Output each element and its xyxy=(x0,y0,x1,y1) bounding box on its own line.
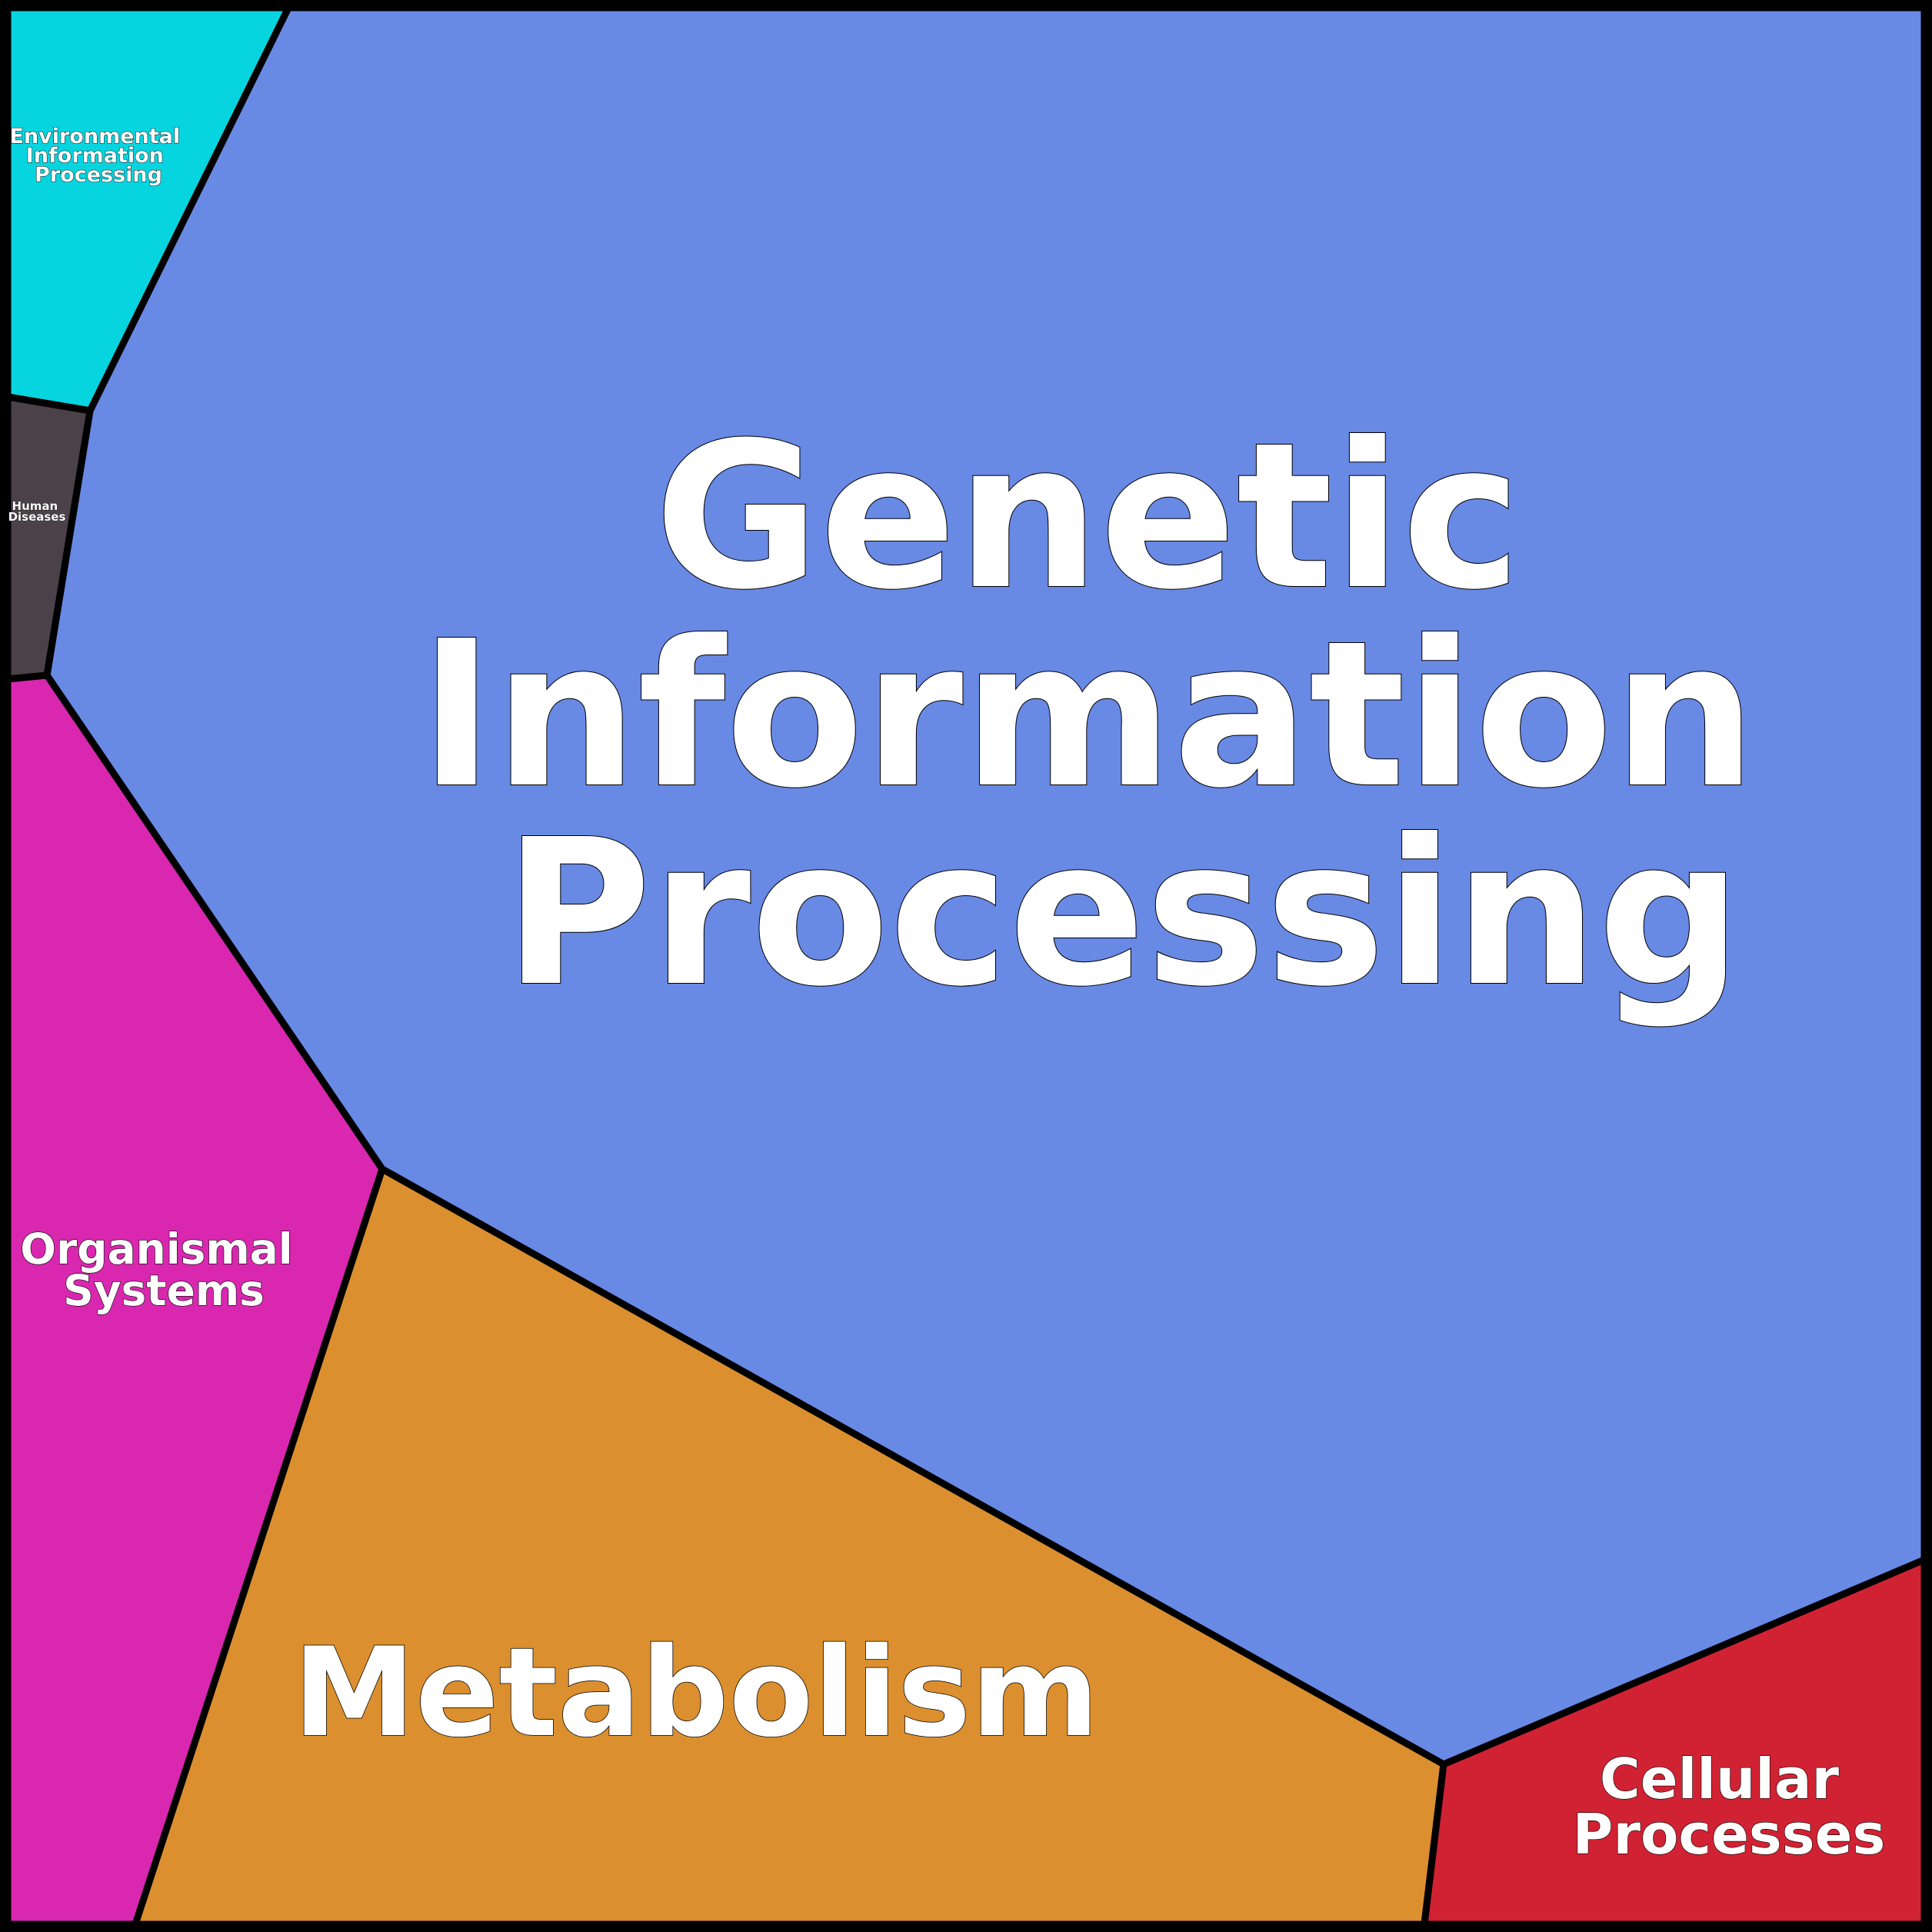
label-genetic-line-3: Processing xyxy=(504,796,1742,1031)
label-genetic-line-2: Information xyxy=(419,598,1757,832)
label-human-diseases-line-1: Human xyxy=(12,499,58,513)
label-environmental-line-1: Environmental xyxy=(9,125,180,148)
label-environmental-line-3: Processing xyxy=(35,163,162,187)
label-metabolism: Metabolism xyxy=(293,1621,1099,1764)
label-cellular: Cellular Processes xyxy=(1573,1747,1886,1867)
label-metabolism-line-1: Metabolism xyxy=(293,1621,1099,1764)
label-organismal-line-1: Organismal xyxy=(20,1224,292,1274)
label-environmental-line-2: Information xyxy=(26,144,164,168)
label-organismal: Organismal Systems xyxy=(20,1224,308,1315)
label-human-diseases: Human Diseases xyxy=(8,499,66,524)
label-organismal-line-2: Systems xyxy=(63,1266,265,1315)
label-genetic-line-1: Genetic xyxy=(655,399,1521,634)
label-cellular-line-2: Processes xyxy=(1573,1802,1886,1867)
label-human-diseases-line-2: Diseases xyxy=(8,510,66,524)
label-cellular-line-1: Cellular xyxy=(1600,1747,1840,1811)
label-genetic: Genetic Information Processing xyxy=(419,399,1827,1031)
label-environmental: Environmental Information Processing xyxy=(9,125,187,187)
